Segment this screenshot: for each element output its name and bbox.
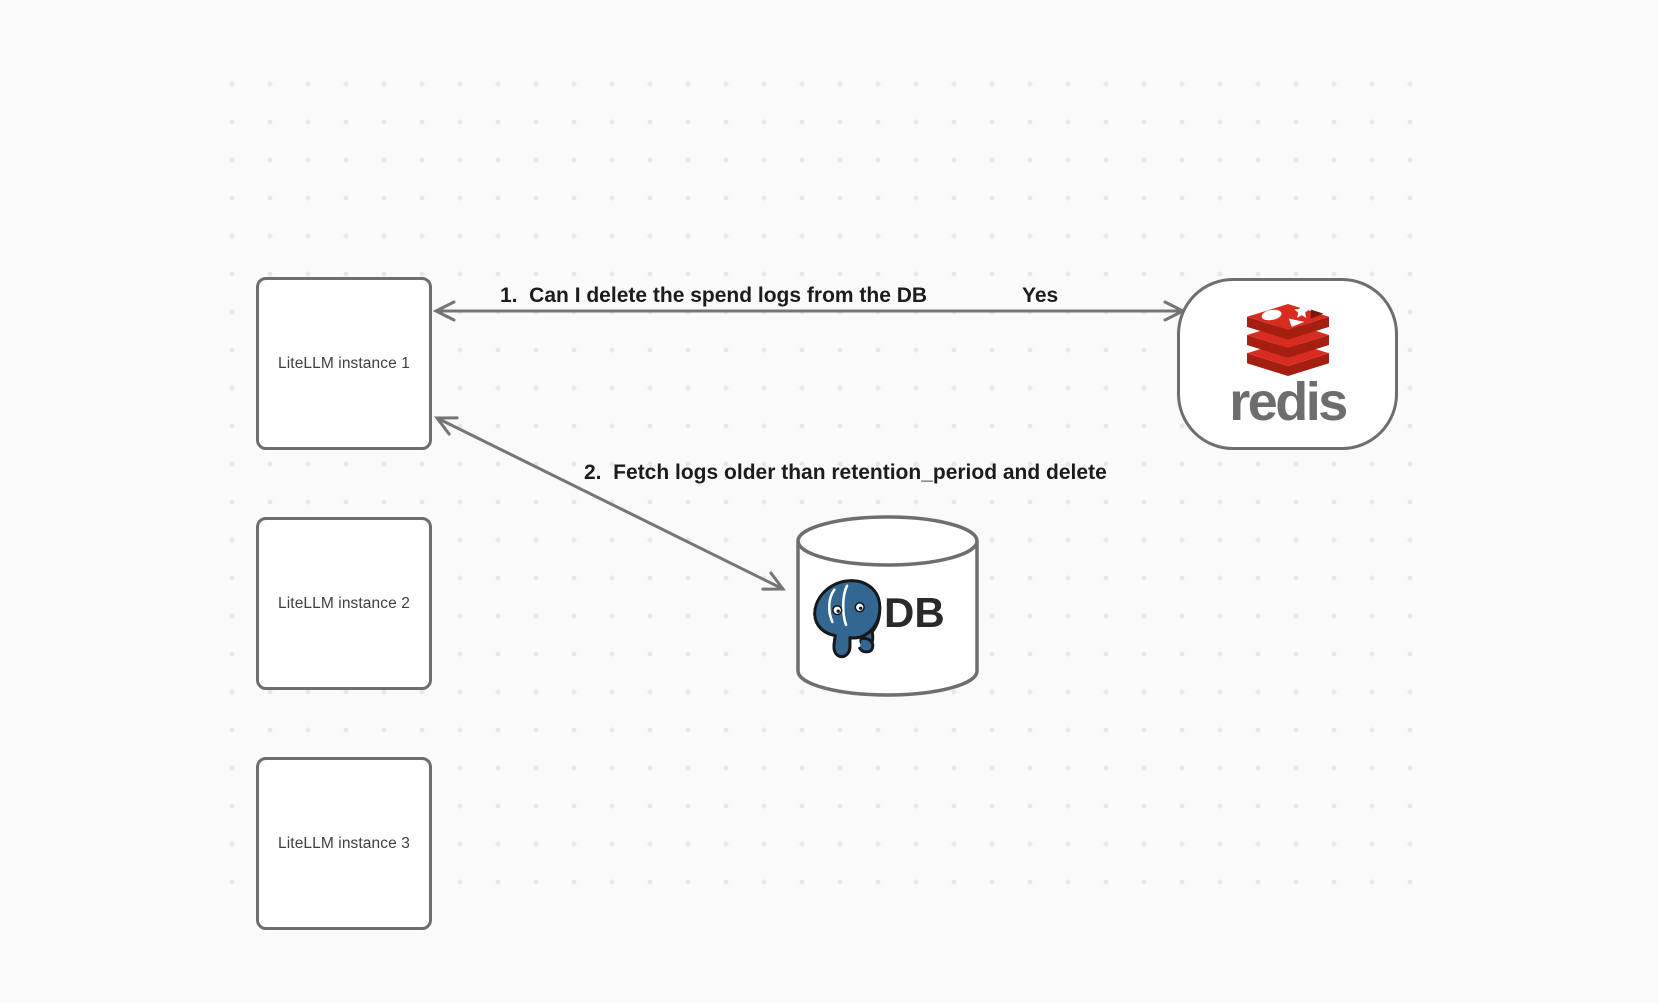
edge-db-fetch-arrow[interactable]	[433, 416, 787, 591]
node-litellm-instance-3[interactable]: LiteLLM instance 3	[256, 757, 432, 930]
node-redis[interactable]: redis	[1177, 278, 1398, 450]
node-litellm-instance-1[interactable]: LiteLLM instance 1	[256, 277, 432, 450]
redis-wordmark-label: redis	[1229, 371, 1348, 432]
postgresql-icon	[813, 579, 882, 659]
db-label: DB	[884, 589, 945, 636]
redis-icon	[1246, 303, 1329, 376]
node-litellm-instance-2-label: LiteLLM instance 2	[278, 594, 410, 612]
node-litellm-instance-2[interactable]: LiteLLM instance 2	[256, 517, 432, 690]
edge-db-fetch-label: 2. Fetch logs older than retention_perio…	[584, 461, 1107, 484]
edge-redis-query-label: 1. Can I delete the spend logs from the …	[500, 284, 928, 307]
edge-redis-query-response-label: Yes	[1022, 284, 1059, 307]
node-litellm-instance-3-label: LiteLLM instance 3	[278, 834, 410, 852]
node-litellm-instance-1-label: LiteLLM instance 1	[278, 354, 410, 372]
